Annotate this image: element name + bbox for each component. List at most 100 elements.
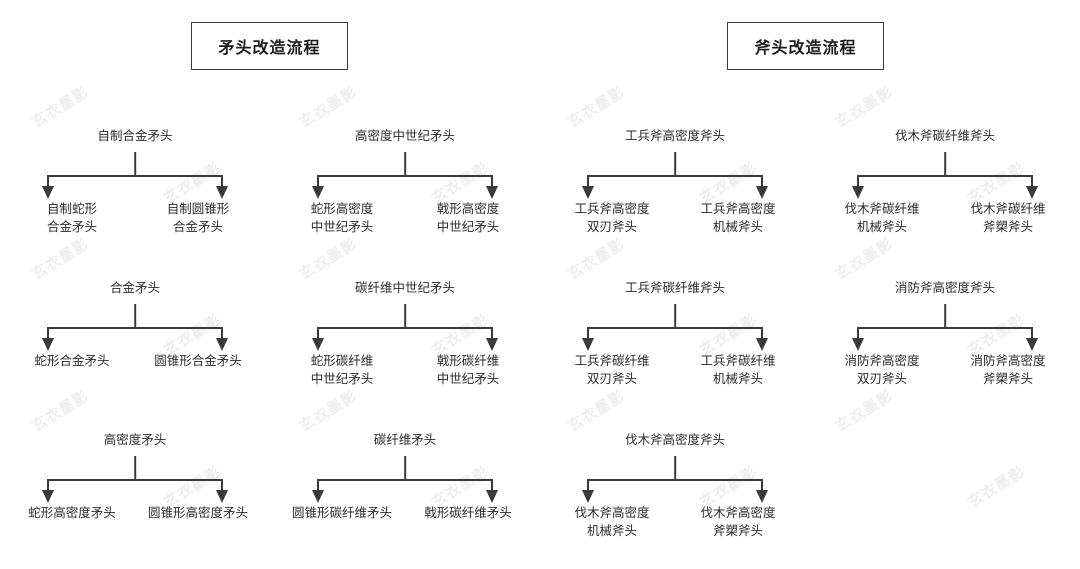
tree-child-line: 伐木斧碳纤维 [970, 202, 1046, 216]
tree-diagram: 伐木斧高密度斧头伐木斧高密度机械斧头伐木斧高密度斧槊斧头 [540, 412, 810, 564]
tree-child-label: 消防斧高密度双刃斧头 [826, 352, 938, 388]
connector-drop-left [857, 327, 859, 339]
tree-root-label: 合金矛头 [109, 281, 160, 295]
tree-diagram: 碳纤维矛头圆锥形碳纤维矛头戟形碳纤维矛头 [270, 412, 540, 564]
tree-diagram: 消防斧高密度斧头消防斧高密度双刃斧头消防斧高密度斧槊斧头 [810, 260, 1080, 412]
connector-bar [47, 175, 223, 177]
tree-connector [581, 456, 769, 504]
tree-root-label: 工兵斧碳纤维斧头 [624, 281, 725, 295]
tree-connector [311, 456, 499, 504]
tree-child-label: 伐木斧高密度斧槊斧头 [682, 504, 794, 540]
tree-diagram: 工兵斧高密度斧头工兵斧高密度双刃斧头工兵斧高密度机械斧头 [540, 108, 810, 260]
tree-root-label: 碳纤维中世纪矛头 [354, 281, 455, 295]
tree-children: 蛇形高密度中世纪矛头戟形高密度中世纪矛头 [280, 200, 530, 242]
tree-child-label: 圆锥形合金矛头 [136, 352, 260, 370]
arrow-down-icon [311, 338, 324, 351]
tree-diagram: 工兵斧碳纤维斧头工兵斧碳纤维双刃斧头工兵斧碳纤维机械斧头 [540, 260, 810, 412]
tree-child-line: 中世纪矛头 [436, 372, 500, 387]
tree-child-label: 伐木斧碳纤维机械斧头 [826, 200, 938, 236]
tree-diagram: 碳纤维中世纪矛头蛇形碳纤维中世纪矛头戟形碳纤维中世纪矛头 [270, 260, 540, 412]
connector-bar [587, 175, 763, 177]
tree-child-label: 工兵斧高密度双刃斧头 [556, 200, 668, 236]
tree-child-line: 自制圆锥形 [166, 202, 230, 216]
connector-bar [317, 479, 493, 481]
tree-diagram: 伐木斧碳纤维斧头伐木斧碳纤维机械斧头伐木斧碳纤维斧槊斧头 [810, 108, 1080, 260]
connector-stem [674, 152, 676, 176]
tree-connector [581, 304, 769, 352]
connector-drop-left [587, 479, 589, 491]
tree-child-line: 蛇形高密度 [310, 202, 374, 216]
tree-diagram: 高密度矛头蛇形高密度矛头 圆锥形高密度矛头 [0, 412, 270, 564]
connector-stem [674, 304, 676, 328]
tree-child-label: 蛇形高密度矛头 [10, 504, 134, 522]
arrow-down-icon [216, 338, 229, 351]
connector-stem [134, 304, 136, 328]
tree-child-label: 工兵斧碳纤维机械斧头 [682, 352, 794, 388]
connector-stem [134, 456, 136, 480]
tree-child-label: 戟形碳纤维中世纪矛头 [412, 352, 524, 388]
tree-child-line: 斧槊斧头 [982, 220, 1033, 235]
tree-root-label: 自制合金矛头 [97, 129, 173, 143]
connector-drop-right [761, 175, 763, 187]
tree-child-label: 工兵斧高密度机械斧头 [682, 200, 794, 236]
tree-child-line: 机械斧头 [856, 220, 907, 235]
tree-root-label: 消防斧高密度斧头 [894, 281, 995, 295]
tree-children: 工兵斧高密度双刃斧头工兵斧高密度机械斧头 [550, 200, 800, 242]
connector-drop-right [491, 479, 493, 491]
tree-child-line: 圆锥形合金矛头 [154, 354, 242, 368]
tree-diagram-grid: 自制合金矛头自制蛇形合金矛头 自制圆锥形合金矛头 高密度中世纪矛头蛇形高密度中世纪矛… [0, 108, 1080, 569]
connector-bar [317, 327, 493, 329]
connector-stem [134, 152, 136, 176]
tree-child-line: 伐木斧碳纤维 [844, 202, 920, 216]
tree-child-label: 圆锥形高密度矛头 [136, 504, 260, 522]
tree-root-label: 高密度矛头 [103, 433, 167, 447]
tree-child-label: 蛇形碳纤维中世纪矛头 [286, 352, 398, 388]
arrow-down-icon [41, 490, 54, 503]
tree-root-label: 工兵斧高密度斧头 [624, 129, 725, 143]
arrow-down-icon [756, 338, 769, 351]
connector-drop-right [491, 327, 493, 339]
tree-connector [41, 456, 229, 504]
tree-children: 蛇形高密度矛头 圆锥形高密度矛头 [10, 504, 260, 546]
tree-connector [311, 152, 499, 200]
connector-drop-left [47, 327, 49, 339]
spear-process-title-text: 矛头改造流程 [218, 40, 321, 57]
tree-child-line: 机械斧头 [586, 524, 637, 539]
tree-children: 蛇形碳纤维中世纪矛头戟形碳纤维中世纪矛头 [280, 352, 530, 394]
tree-child-line: 中世纪矛头 [436, 220, 500, 235]
connector-stem [404, 456, 406, 480]
tree-connector [41, 152, 229, 200]
arrow-down-icon [581, 186, 594, 199]
tree-child-line: 伐木斧高密度 [574, 506, 650, 520]
tree-child-line: 自制蛇形 [46, 202, 97, 216]
tree-child-line: 斧槊斧头 [712, 524, 763, 539]
tree-child-line: 工兵斧碳纤维 [574, 354, 650, 368]
connector-drop-right [761, 327, 763, 339]
connector-drop-right [1031, 327, 1033, 339]
tree-connector [851, 152, 1039, 200]
tree-connector [581, 152, 769, 200]
tree-root-label: 高密度中世纪矛头 [354, 129, 455, 143]
arrow-down-icon [41, 338, 54, 351]
connector-drop-left [317, 175, 319, 187]
connector-drop-right [761, 479, 763, 491]
tree-child-line: 圆锥形高密度矛头 [147, 506, 248, 520]
tree-child-line: 合金矛头 [46, 220, 97, 235]
axe-process-title-text: 斧头改造流程 [754, 40, 857, 57]
tree-root-label: 伐木斧碳纤维斧头 [894, 129, 995, 143]
arrow-down-icon [1026, 338, 1039, 351]
connector-drop-right [221, 327, 223, 339]
tree-children: 自制蛇形合金矛头自制圆锥形合金矛头 [10, 200, 260, 242]
connector-drop-right [1031, 175, 1033, 187]
tree-child-line: 蛇形碳纤维 [310, 354, 374, 368]
arrow-down-icon [851, 186, 864, 199]
tree-child-line: 中世纪矛头 [310, 372, 374, 387]
tree-children: 蛇形合金矛头圆锥形合金矛头 [10, 352, 260, 394]
arrow-down-icon [1026, 186, 1039, 199]
connector-bar [857, 175, 1033, 177]
tree-children: 伐木斧碳纤维机械斧头伐木斧碳纤维斧槊斧头 [820, 200, 1070, 242]
tree-child-label: 戟形碳纤维矛头 [406, 504, 530, 522]
tree-child-line: 蛇形高密度矛头 [28, 506, 116, 520]
tree-connector [311, 304, 499, 352]
connector-drop-left [317, 327, 319, 339]
